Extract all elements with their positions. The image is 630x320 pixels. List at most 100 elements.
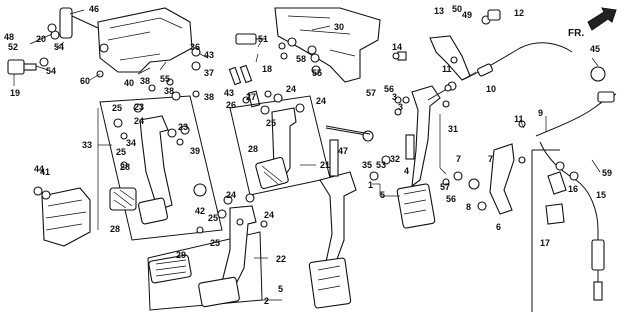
callout-52: 52: [8, 42, 18, 52]
callout-7b: 7: [488, 154, 493, 164]
cable-9: [535, 91, 617, 301]
callout-57b: 57: [440, 182, 450, 192]
pins-43: [228, 64, 261, 108]
callout-12: 12: [514, 8, 524, 18]
bracket-13: [397, 35, 471, 81]
callout-56b: 56: [446, 194, 456, 204]
callout-25e: 25: [210, 238, 220, 248]
callout-6: 6: [496, 222, 501, 232]
callout-3: 3: [392, 92, 397, 102]
direction-label: FR.: [568, 28, 584, 39]
callout-4: 4: [404, 166, 409, 176]
callout-5: 5: [380, 190, 385, 200]
callout-38b: 38: [164, 86, 174, 96]
callout-43: 43: [204, 50, 214, 60]
callout-41: 41: [40, 167, 50, 177]
pedal-bracket-40: [50, 7, 193, 78]
callout-24e: 24: [264, 210, 274, 220]
callout-17: 17: [540, 238, 550, 248]
callout-16: 16: [568, 184, 578, 194]
switch-19: [7, 57, 49, 75]
callout-45: 45: [590, 44, 600, 54]
callout-7: 7: [456, 154, 461, 164]
callout-13: 13: [434, 6, 444, 16]
callout-51: 51: [258, 34, 268, 44]
callout-54: 54: [54, 42, 64, 52]
cap-45: [590, 66, 606, 82]
callout-49: 49: [462, 10, 472, 20]
callout-30: 30: [334, 22, 344, 32]
callout-55: 55: [160, 74, 170, 84]
callout-55b: 55: [312, 68, 322, 78]
pedal-1-assembly: [394, 81, 457, 229]
lever-6: [453, 143, 515, 215]
callout-2: 2: [264, 296, 269, 306]
callout-24d: 24: [226, 190, 236, 200]
callout-32: 32: [390, 154, 400, 164]
front-direction-arrow: [587, 7, 617, 31]
callout-38c: 38: [204, 92, 214, 102]
bracket-30: [274, 7, 381, 83]
callout-58: 58: [296, 54, 306, 64]
callout-24b: 24: [286, 84, 296, 94]
cable-10: [461, 9, 573, 81]
callout-36: 36: [190, 42, 200, 52]
callout-38: 38: [140, 76, 150, 86]
callout-25b: 25: [116, 147, 126, 157]
callout-1: 1: [368, 180, 373, 190]
callout-26: 26: [226, 100, 236, 110]
callout-23: 23: [134, 102, 144, 112]
switch-18: [235, 33, 266, 45]
callout-37: 37: [204, 68, 214, 78]
callout-25d: 25: [208, 213, 218, 223]
callout-60: 60: [80, 76, 90, 86]
callout-39: 39: [190, 146, 200, 156]
callout-46: 46: [89, 4, 99, 14]
callout-21: 21: [320, 160, 330, 170]
pedal-2-assembly: [308, 127, 374, 309]
callout-29: 29: [176, 250, 186, 260]
callout-44: 44: [34, 164, 44, 174]
callout-59: 59: [602, 168, 612, 178]
callout-54b: 54: [46, 66, 56, 76]
callout-56: 56: [384, 84, 394, 94]
brake-pedal-assembly-33: [99, 95, 223, 241]
callout-57: 57: [366, 88, 376, 98]
callout-25: 25: [112, 103, 122, 113]
callout-24c: 24: [316, 96, 326, 106]
callout-34: 34: [126, 138, 136, 148]
callout-48: 48: [4, 32, 14, 42]
callout-18: 18: [262, 64, 272, 74]
callout-11b: 11: [514, 114, 524, 124]
callout-3b: 3: [398, 102, 403, 112]
callout-47: 47: [338, 146, 348, 156]
callout-23b: 23: [178, 122, 188, 132]
callout-43b: 43: [224, 88, 234, 98]
callout-20: 20: [36, 34, 46, 44]
callout-14: 14: [392, 42, 402, 52]
callout-31: 31: [448, 124, 458, 134]
callout-42: 42: [195, 206, 205, 216]
callout-28c: 28: [248, 144, 258, 154]
callout-28: 28: [120, 162, 130, 172]
callout-40: 40: [124, 78, 134, 88]
callout-27: 27: [246, 92, 256, 102]
clamp-16: [545, 161, 579, 225]
callout-19: 19: [10, 88, 20, 98]
callout-24: 24: [134, 116, 144, 126]
fasteners: [41, 23, 526, 234]
callout-53: 53: [376, 160, 386, 170]
rod-47: [325, 125, 371, 135]
callout-15: 15: [596, 190, 606, 200]
pedal-assembly-22: [147, 193, 263, 311]
callout-25c: 25: [266, 118, 276, 128]
callout-9: 9: [538, 108, 543, 118]
callout-50: 50: [452, 4, 462, 14]
bracket-41: [33, 186, 91, 247]
callout-35: 35: [362, 160, 372, 170]
callout-5b: 5: [278, 284, 283, 294]
callout-8: 8: [466, 202, 471, 212]
callout-11: 11: [442, 64, 452, 74]
